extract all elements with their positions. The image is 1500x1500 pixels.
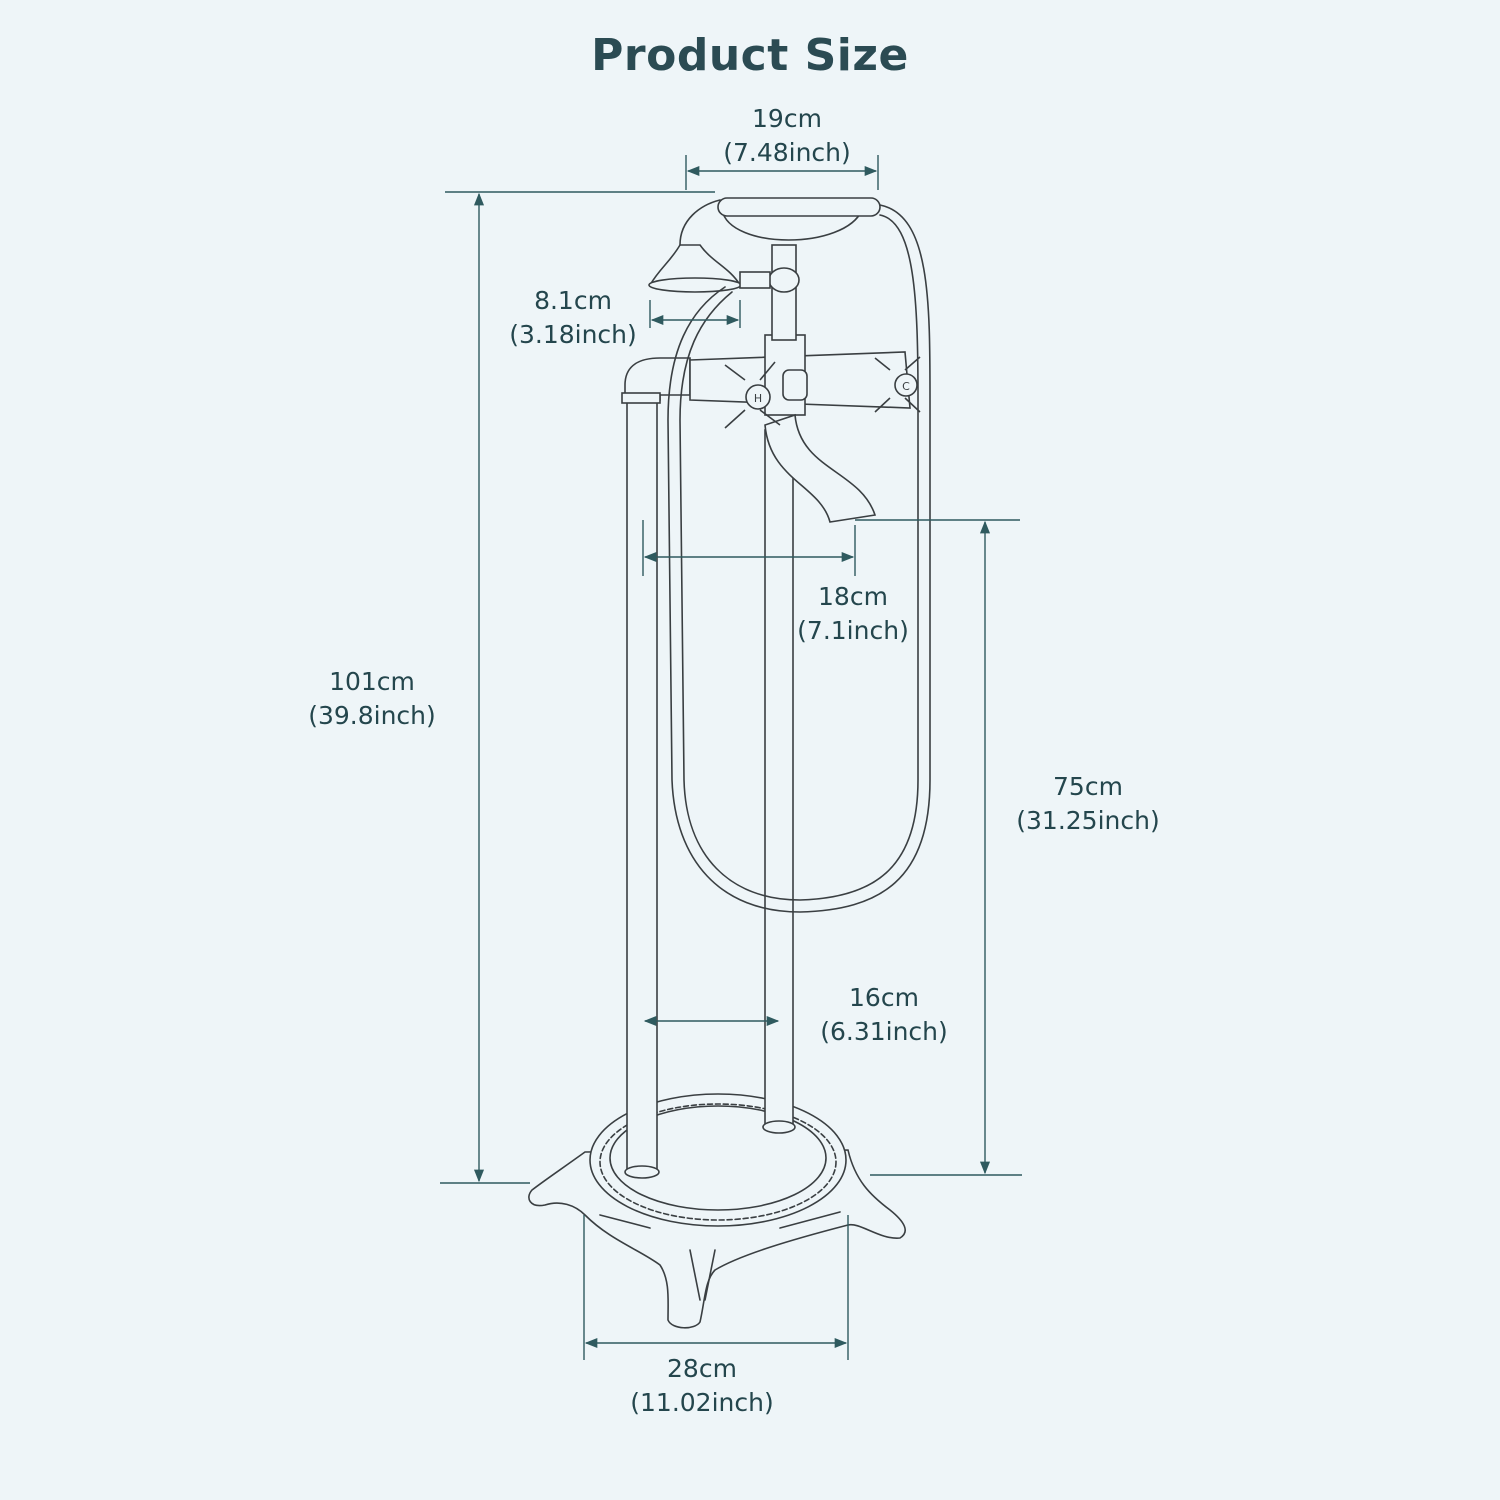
metric-value: 28cm [667, 1354, 737, 1383]
imperial-value: (7.48inch) [723, 138, 851, 167]
imperial-value: (39.8inch) [308, 701, 436, 730]
metric-value: 101cm [329, 667, 415, 696]
label-spout-reach: 18cm (7.1inch) [797, 580, 909, 648]
label-shower-head: 8.1cm (3.18inch) [509, 284, 637, 352]
left-pipe [626, 397, 658, 1171]
label-pipe-spacing: 16cm (6.31inch) [820, 981, 948, 1049]
label-total-height: 101cm (39.8inch) [308, 665, 436, 733]
imperial-value: (31.25inch) [1016, 806, 1160, 835]
dim-spout-reach [642, 520, 856, 576]
handset-cradle [721, 209, 864, 241]
dim-top-width [685, 155, 879, 190]
label-top-width: 19cm (7.48inch) [723, 102, 851, 170]
hot-mark: H [754, 392, 762, 405]
metric-value: 16cm [849, 983, 919, 1012]
right-pipe [764, 429, 794, 1126]
dim-base-width [583, 1215, 849, 1360]
label-spout-height: 75cm (31.25inch) [1016, 770, 1159, 838]
metric-value: 18cm [818, 582, 888, 611]
imperial-value: (7.1inch) [797, 616, 909, 645]
dim-shower-head [649, 300, 741, 328]
dim-total-height [440, 191, 715, 1184]
diverter-knob [782, 369, 808, 401]
shower-head [648, 244, 742, 286]
freestanding-faucet-illustration: H C [528, 197, 931, 1329]
metric-value: 75cm [1053, 772, 1123, 801]
cold-handle: C [874, 356, 921, 413]
label-base-width: 28cm (11.02inch) [630, 1352, 773, 1420]
shower-hose [667, 204, 931, 913]
dimension-lines [440, 155, 1022, 1360]
metric-value: 19cm [752, 104, 822, 133]
imperial-value: (3.18inch) [509, 320, 637, 349]
metric-value: 8.1cm [534, 286, 612, 315]
cold-mark: C [902, 380, 910, 393]
spout [764, 413, 877, 523]
dim-spout-height [855, 519, 1022, 1176]
imperial-value: (11.02inch) [630, 1388, 774, 1417]
hot-handle: H [724, 361, 781, 429]
page-title: Product Size [591, 30, 909, 81]
imperial-value: (6.31inch) [820, 1017, 948, 1046]
